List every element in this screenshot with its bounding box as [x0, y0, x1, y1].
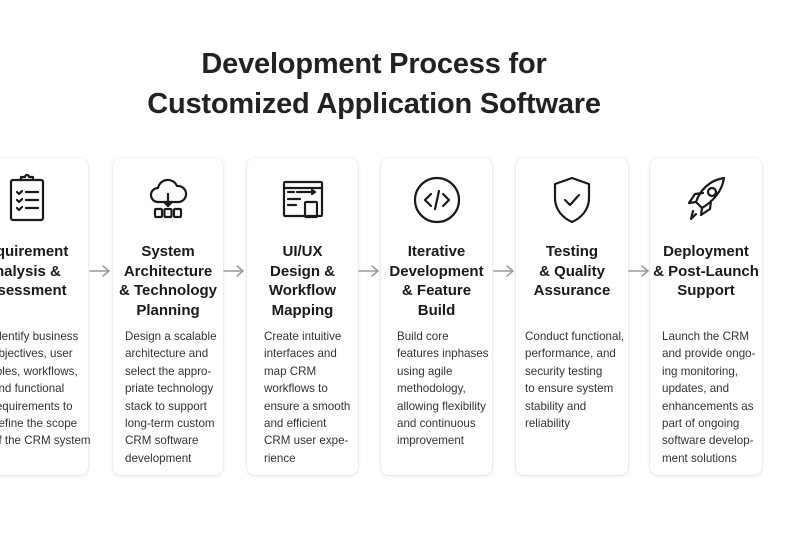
step-title-line: Analysis &	[0, 262, 61, 280]
step-description-line: objectives, user	[0, 347, 73, 361]
step-description-line: and efficient	[264, 417, 327, 431]
step-description-line: stack to support	[125, 399, 207, 413]
arrow-right-icon	[358, 265, 380, 277]
step-title-line: Support	[677, 282, 735, 299]
arrow-right-icon	[493, 265, 515, 277]
step-title-line: Planning	[136, 301, 200, 319]
step-title-line: Workflow	[268, 282, 337, 299]
step-description-line: ment solutions	[662, 451, 737, 465]
shield-check-icon	[553, 176, 591, 224]
step-description-line: allowing flexibility	[397, 399, 486, 413]
step-description-line: requirements to	[0, 399, 73, 413]
step-title-line: & Technology	[118, 282, 218, 299]
step-description-line: Design a scalable	[125, 330, 217, 343]
step-title-line: Architecture	[123, 262, 213, 280]
step-description-line: security testing	[525, 364, 603, 378]
step-description-line: long-term custom	[125, 417, 215, 431]
step-title-line: & Feature	[401, 282, 472, 299]
step-description-line: select the appro-	[125, 364, 212, 378]
step-description-line: rience	[264, 451, 296, 465]
step-description-line: Conduct functional,	[525, 330, 625, 343]
step-description-line: updates, and	[662, 382, 730, 396]
step-description-line: interfaces and	[264, 347, 337, 361]
step-title-line: Assessment	[0, 282, 67, 299]
step-description-line: define the scope	[0, 417, 78, 431]
step-description-line: features inphases	[397, 347, 489, 361]
title-line: Development Process for	[201, 48, 547, 80]
step-description-line: software develop-	[662, 434, 754, 448]
step-description: Conduct functional, performance, and secur…	[525, 328, 624, 432]
step-description-line: roles, workflows,	[0, 364, 78, 378]
step-description-line: Create intuitive	[264, 330, 342, 343]
step-title-line: Design &	[269, 262, 335, 280]
step-description-line: reliability	[525, 417, 571, 431]
step-title-line: Development	[389, 262, 484, 280]
arrow-right-icon	[89, 265, 111, 277]
step-description-line: and provide ongo-	[662, 347, 756, 361]
step-description-line: Launch the CRM	[662, 330, 749, 343]
step-description: Launch the CRM and provide ongo-ing monit…	[662, 328, 755, 467]
step-title-line: Build	[417, 301, 456, 319]
step-title-line: Assurance	[533, 282, 611, 299]
step-description-line: methodology,	[397, 382, 466, 396]
step-title-line: Testing	[545, 243, 599, 260]
step-description: Identify business objectives, user roles, …	[0, 328, 91, 450]
step-description-line: CRM user expe-	[264, 434, 349, 448]
rocket-icon	[687, 176, 726, 221]
page-title: Development Process for Customized Appli…	[0, 44, 748, 124]
title-line: Customized Application Software	[147, 88, 601, 120]
clipboard-checklist-icon	[9, 173, 44, 222]
step-description-line: priate technology	[125, 382, 214, 396]
step-description: Build core features inphases using agile me…	[397, 328, 489, 450]
step-description-line: to ensure system	[525, 382, 614, 396]
step-title-line: Iterative	[407, 243, 466, 260]
step-description-line: Identify business	[0, 330, 79, 343]
step-description-line: improvement	[397, 434, 465, 448]
step-title-line: System	[141, 243, 195, 260]
step-title: RequirementAnalysis & Assessment	[0, 242, 88, 301]
step-description-line: ing monitoring,	[662, 364, 739, 378]
step-card: RequirementAnalysis & Assessment Identify…	[0, 158, 91, 475]
step-description-line: part of ongoing	[662, 417, 740, 431]
step-description-line: Build core	[397, 330, 449, 343]
step-title-line: Requirement	[0, 243, 69, 260]
step-title-line: UI/UX	[282, 243, 323, 260]
step-title-line: Deployment	[663, 243, 749, 260]
step-description: Create intuitive interfaces and map CRM wor…	[264, 328, 350, 467]
arrow-right-icon	[223, 265, 245, 277]
step-description-line: map CRM	[264, 364, 317, 378]
step-title-line: & Quality	[539, 262, 605, 280]
step-description-line: development	[125, 451, 192, 465]
step-description: Design a scalable architecture and select …	[125, 328, 217, 467]
step-title-line: Mapping	[271, 301, 334, 319]
step-description-line: CRM software	[125, 434, 199, 448]
step-description-line: architecture and	[125, 347, 209, 361]
step-title-line: & Post-Launch	[653, 262, 759, 280]
wireframe-layout-icon	[282, 180, 323, 219]
step-description-line: enhancements as	[662, 399, 754, 413]
step-description-line: and continuous	[397, 417, 476, 431]
cloud-architecture-icon	[149, 178, 188, 219]
step-description-line: workflows to	[264, 382, 328, 396]
arrow-right-icon	[628, 265, 650, 277]
code-icon	[413, 176, 460, 224]
step-description-line: of the CRM system	[0, 434, 91, 448]
step-description-line: using agile	[397, 364, 453, 378]
step-description-line: performance, and	[525, 347, 616, 361]
step-description-line: and functional	[0, 382, 65, 396]
step-description-line: ensure a smooth	[264, 399, 351, 413]
step-description-line: stability and	[525, 399, 587, 413]
